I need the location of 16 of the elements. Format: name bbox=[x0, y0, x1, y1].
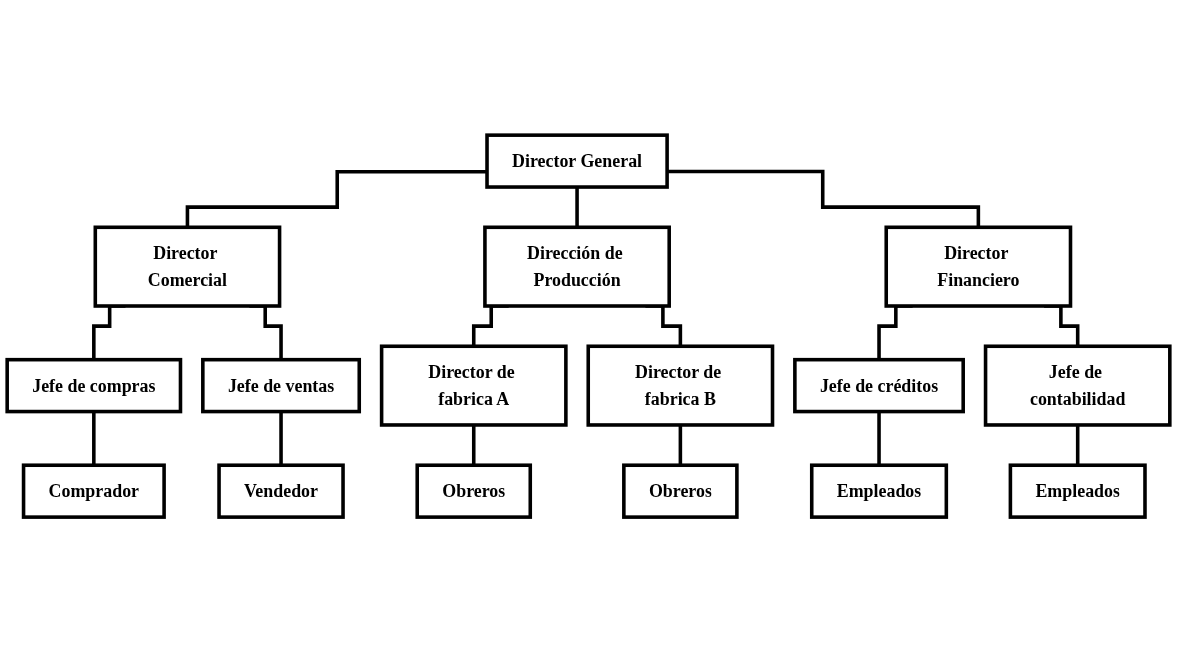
node-box: Comprador bbox=[21, 463, 166, 519]
node-box: Vendedor bbox=[217, 463, 345, 519]
node-box: Director Financiero bbox=[884, 225, 1073, 308]
node-box: Jefe de ventas bbox=[201, 357, 362, 414]
node-box: Director Comercial bbox=[93, 225, 282, 308]
node-box: Empleados bbox=[809, 463, 949, 519]
node-box: Director de fabrica A bbox=[379, 344, 568, 427]
node-box: Dirección de Producción bbox=[483, 225, 671, 308]
node-box: Obreros bbox=[622, 463, 739, 519]
node-box: Jefe de contabilidad bbox=[983, 344, 1172, 427]
node-box: Jefe de compras bbox=[5, 357, 183, 414]
node-box: Obreros bbox=[415, 463, 533, 519]
node-box: Director General bbox=[485, 133, 669, 189]
node-box: Jefe de créditos bbox=[793, 357, 965, 414]
node-box: Director de fabrica B bbox=[586, 344, 775, 427]
node-box: Empleados bbox=[1008, 463, 1147, 519]
